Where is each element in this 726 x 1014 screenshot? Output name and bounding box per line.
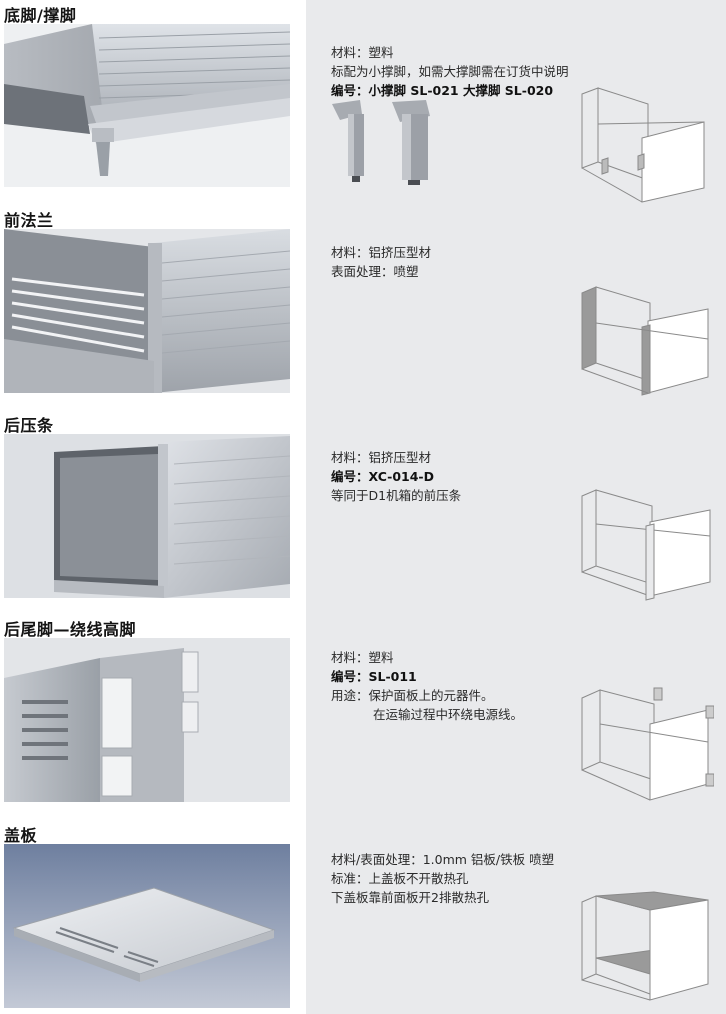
feet-photo <box>4 24 290 187</box>
feet-parts-illustration <box>330 98 440 192</box>
info-line: 材料：铝挤压型材 <box>331 245 432 260</box>
info-line-code: 编号：SL-011 <box>331 669 417 684</box>
info-line: 标准：上盖板不开散热孔 <box>331 871 469 886</box>
rear-strip-photo <box>4 434 290 598</box>
cover-plate-info: 材料/表面处理：1.0mm 铝板/铁板 喷塑 标准：上盖板不开散热孔 下盖板靠前… <box>331 850 554 907</box>
rear-tail-foot-info: 材料：塑料 编号：SL-011 用途：保护面板上的元器件。 在运输过程中环绕电源… <box>331 648 523 724</box>
section-title: 盖板 <box>4 826 38 845</box>
rear-tail-foot-diagram <box>578 684 715 810</box>
section-title: 后压条 <box>4 416 54 435</box>
info-line: 材料：铝挤压型材 <box>331 450 432 465</box>
front-flange-info: 材料：铝挤压型材 表面处理：喷塑 <box>331 243 431 281</box>
info-line: 用途：保护面板上的元器件。 <box>331 688 494 703</box>
front-flange-diagram <box>578 281 714 405</box>
section-title: 前法兰 <box>4 211 54 230</box>
front-flange-photo <box>4 229 290 393</box>
rear-strip-info: 材料：铝挤压型材 编号：XC-014-D 等同于D1机箱的前压条 <box>331 448 461 505</box>
rear-tail-foot-photo <box>4 638 290 802</box>
feet-diagram <box>578 84 714 208</box>
info-line: 材料：塑料 <box>331 45 394 60</box>
info-line-code: 编号：小撑脚 SL-021 大撑脚 SL-020 <box>331 83 554 98</box>
info-line: 材料：塑料 <box>331 650 394 665</box>
section-title: 后尾脚—绕线高脚 <box>4 620 137 639</box>
feet-info: 材料：塑料 标配为小撑脚，如需大撑脚需在订货中说明 编号：小撑脚 SL-021 … <box>331 43 569 100</box>
info-line: 下盖板靠前面板开2排散热孔 <box>331 890 489 905</box>
cover-plate-diagram <box>578 890 714 1014</box>
info-line-code: 编号：XC-014-D <box>331 469 434 484</box>
info-line: 在运输过程中环绕电源线。 <box>373 707 524 722</box>
rear-strip-diagram <box>578 486 714 610</box>
section-title: 底脚/撑脚 <box>4 6 77 25</box>
info-line: 表面处理：喷塑 <box>331 264 419 279</box>
info-line: 标配为小撑脚，如需大撑脚需在订货中说明 <box>331 64 569 79</box>
info-line: 等同于D1机箱的前压条 <box>331 488 462 503</box>
info-line: 材料/表面处理：1.0mm 铝板/铁板 喷塑 <box>331 852 555 867</box>
cover-plate-photo <box>4 844 290 1008</box>
